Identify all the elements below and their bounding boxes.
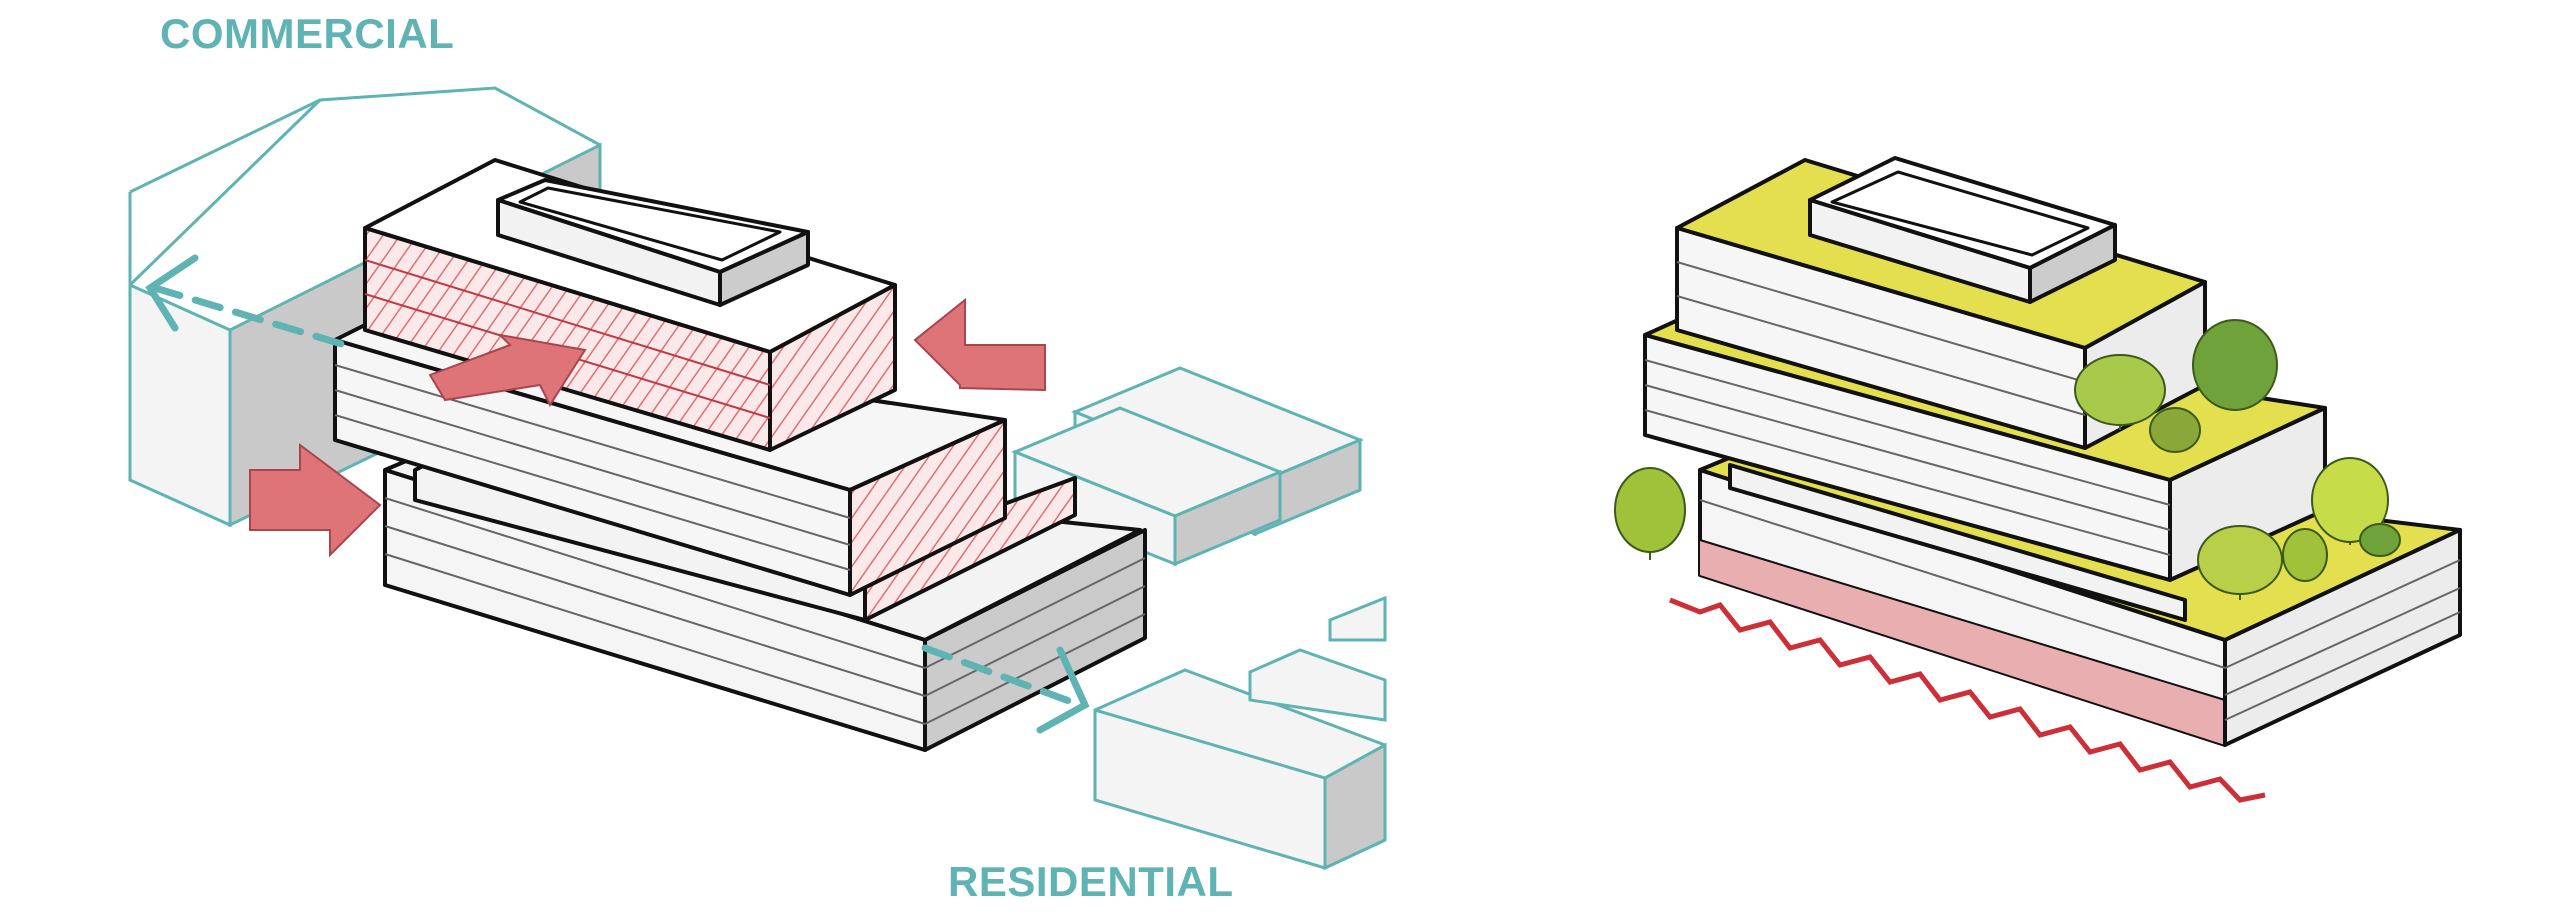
left-diagram: [128, 86, 1387, 871]
tree-icon: [2192, 319, 2278, 411]
roof-box: [496, 178, 810, 307]
zigzag-line: [1669, 597, 2266, 803]
arrow-up-right-icon: [428, 333, 587, 408]
arrowhead-residential-icon: [1036, 646, 1090, 734]
tree-icon: [2149, 407, 2201, 453]
arrowhead-commercial-icon: [145, 254, 199, 332]
teal-flow-arrows: [145, 254, 1090, 734]
tree-icon: [1614, 467, 1686, 560]
trees: [1614, 319, 2401, 600]
tree-icon: [2074, 354, 2166, 430]
tree-icon: [2282, 528, 2328, 582]
right-roof-box: [1808, 156, 2117, 304]
residential-label: RESIDENTIAL: [948, 858, 1234, 905]
arrow-left-icon: [913, 297, 1046, 392]
tree-icon: [2311, 457, 2389, 545]
tree-icon: [2197, 525, 2283, 600]
red-arrows: [249, 297, 1046, 558]
arrow-right-icon: [249, 443, 382, 558]
tree-icon: [2359, 523, 2401, 557]
commercial-label: COMMERCIAL: [160, 10, 455, 57]
right-diagram: [1614, 156, 2462, 803]
